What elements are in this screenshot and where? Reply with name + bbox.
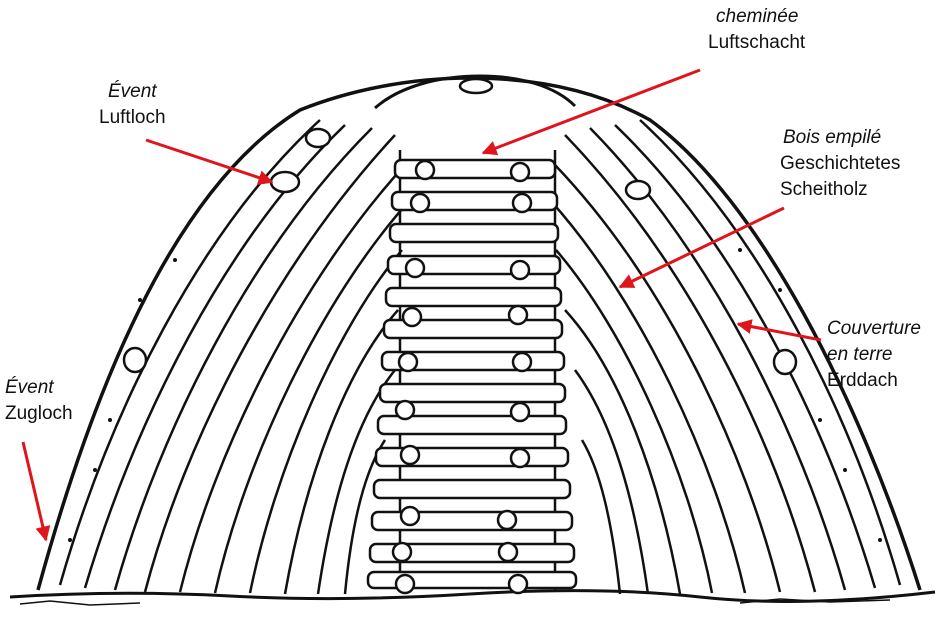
left-logs [60,120,410,594]
arrow-vent-bottom [23,442,46,540]
arrow-stacked-wood [620,208,784,287]
label-vent-top-de: Luftloch [99,105,166,131]
arrow-chimney [483,70,700,153]
label-chimney: cheminée Luftschacht [708,4,805,56]
label-vent-bottom-fr: Évent [5,375,73,401]
central-shaft [368,150,576,590]
label-earth-cover-fr-2: en terre [827,342,921,368]
label-earth-cover-de: Erddach [827,368,921,394]
arrow-earth-cover [738,324,821,340]
label-vent-top-fr: Évent [108,79,166,105]
label-stacked-wood: Bois empilé Geschichtetes Scheitholz [780,125,900,203]
label-chimney-de: Luftschacht [708,30,805,56]
label-chimney-fr: cheminée [716,4,805,30]
label-stacked-wood-de-2: Scheitholz [780,177,900,203]
label-earth-cover-fr-1: Couverture [827,316,921,342]
label-earth-cover: Couverture en terre Erddach [827,316,921,394]
cap-log [460,79,492,93]
label-vent-bottom: Évent Zugloch [5,375,73,427]
label-vent-bottom-de: Zugloch [5,401,73,427]
label-stacked-wood-de-1: Geschichtetes [780,151,900,177]
label-vent-top: Évent Luftloch [99,79,166,131]
label-stacked-wood-fr: Bois empilé [783,125,900,151]
